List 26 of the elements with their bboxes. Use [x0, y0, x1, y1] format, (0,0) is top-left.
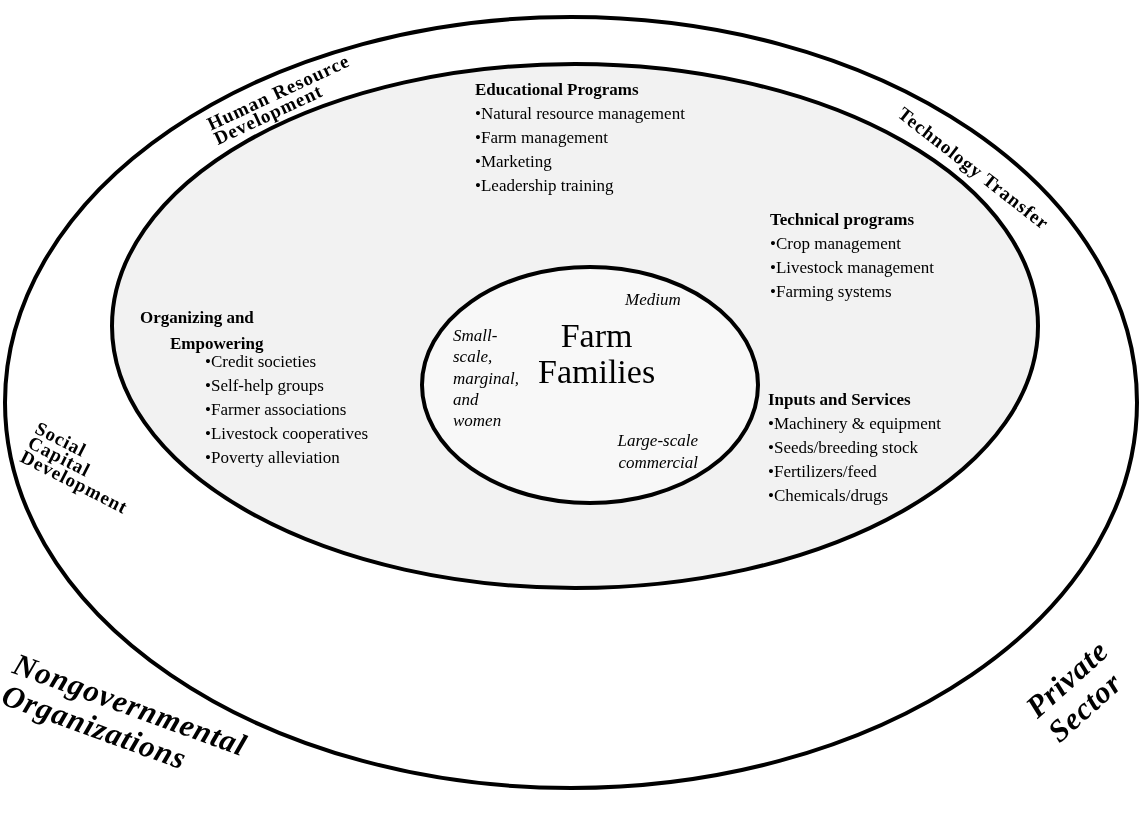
segment-label: Medium: [625, 290, 681, 311]
list-item: •Marketing: [475, 152, 552, 173]
list-item: •Seeds/breeding stock: [768, 438, 918, 459]
list-item: •Livestock management: [770, 258, 935, 279]
heading: Inputs and Services: [768, 390, 911, 411]
outer-ellipse: [3, 15, 1139, 790]
list-item: •Credit societies: [205, 352, 317, 373]
list-item: •Chemicals/drugs: [768, 486, 889, 507]
heading: Educational Programs: [475, 80, 639, 101]
list-item: •Livestock cooperatives: [205, 424, 369, 445]
list-item: •Machinery & equipment: [768, 414, 942, 435]
center-title: Farm Families: [538, 318, 656, 390]
list-item: •Natural resource management: [475, 104, 685, 125]
list-item: •Self-help groups: [205, 376, 324, 397]
list-item: •Crop management: [770, 234, 902, 255]
inner-ellipse: [420, 265, 760, 505]
heading: Organizing and Empowering: [140, 307, 265, 355]
heading: Technical programs: [770, 210, 915, 231]
segment-label: Small-scale, marginal, and women: [453, 325, 519, 432]
list-item: •Leadership training: [475, 176, 614, 197]
list-item: •Poverty alleviation: [205, 448, 340, 469]
list-item: •Farm management: [475, 128, 608, 149]
list-item: •Fertilizers/feed: [768, 462, 877, 483]
segment-label: Large-scale commercial: [616, 430, 698, 475]
list-item: •Farming systems: [770, 282, 892, 303]
list-item: •Farmer associations: [205, 400, 347, 421]
